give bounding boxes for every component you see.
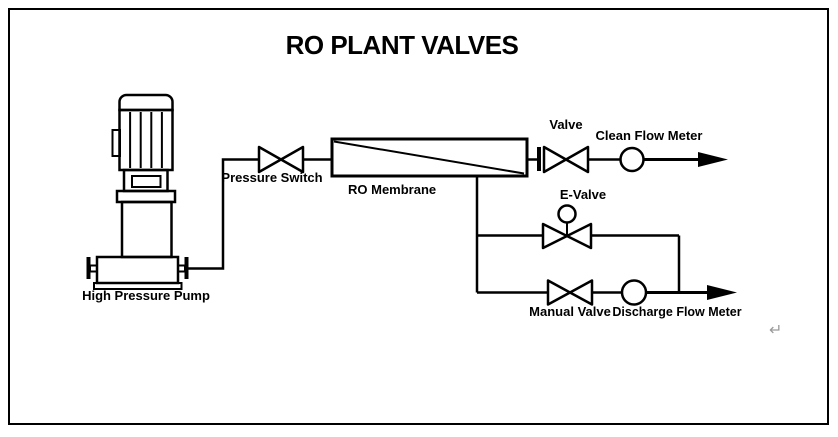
paragraph-return-mark-icon: ↵ (769, 322, 783, 339)
discharge-flow-meter-icon (620, 279, 648, 306)
discharge-flow-arrow-icon (707, 285, 737, 300)
high-pressure-pump-label: High Pressure Pump (82, 288, 210, 303)
e-valve-icon (541, 204, 593, 250)
pipe-pump-to-pressure-switch (188, 158, 259, 270)
clean-valve-icon (542, 145, 590, 174)
high-pressure-pump-icon (86, 93, 189, 290)
diagram-title: RO PLANT VALVES (285, 30, 519, 60)
pipe-lines (188, 147, 710, 294)
pump-base (95, 255, 180, 285)
pump-coupling-window (131, 175, 162, 188)
clean-flow-meter-label: Clean Flow Meter (595, 128, 703, 143)
pump-flange (115, 189, 177, 204)
pump-motor-body (118, 108, 174, 172)
discharge-flow-meter-label: Discharge Flow Meter (612, 305, 742, 319)
diagram-border (8, 8, 829, 425)
pressure-switch-label: Pressure Switch (221, 170, 323, 185)
manual-valve-label: Manual Valve (529, 304, 611, 319)
pressure-switch-icon (257, 145, 305, 174)
pump-column (120, 200, 173, 259)
manual-valve-icon (546, 279, 594, 306)
ro-membrane-icon (330, 137, 529, 178)
pump-motor-cap (118, 93, 174, 112)
pump-junction-box (111, 129, 121, 157)
e-valve-label: E-Valve (559, 187, 607, 202)
ro-membrane-label: RO Membrane (348, 182, 437, 197)
clean-valve-label: Valve (549, 117, 583, 132)
clean-flow-arrow-icon (698, 152, 728, 167)
clean-flow-meter-icon (619, 146, 645, 173)
pump-base-plate (93, 282, 183, 290)
